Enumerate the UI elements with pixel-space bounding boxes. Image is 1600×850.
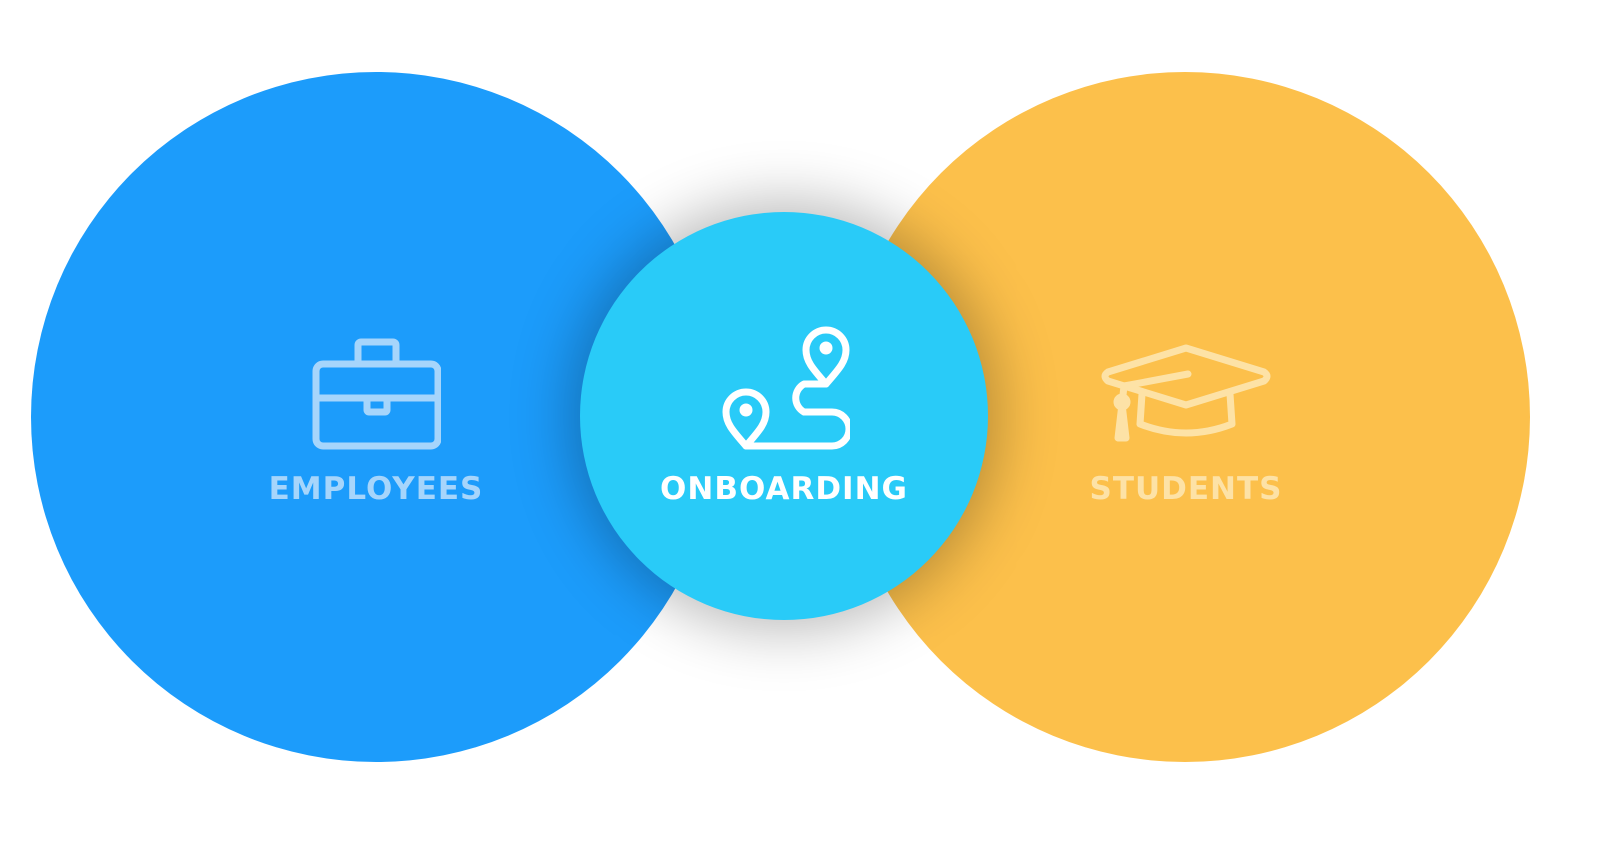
employees-node: EMPLOYEES: [226, 338, 526, 505]
onboarding-circle: [580, 212, 988, 620]
students-label: STUDENTS: [1089, 471, 1283, 507]
onboarding-node: ONBOARDING: [634, 322, 934, 505]
graduation-cap-icon: [1101, 344, 1271, 442]
students-node: STUDENTS: [1036, 344, 1336, 505]
route-map-pins-icon: [722, 326, 850, 450]
employees-label: EMPLOYEES: [268, 471, 484, 507]
onboarding-label: ONBOARDING: [660, 471, 908, 507]
briefcase-icon: [312, 338, 441, 450]
